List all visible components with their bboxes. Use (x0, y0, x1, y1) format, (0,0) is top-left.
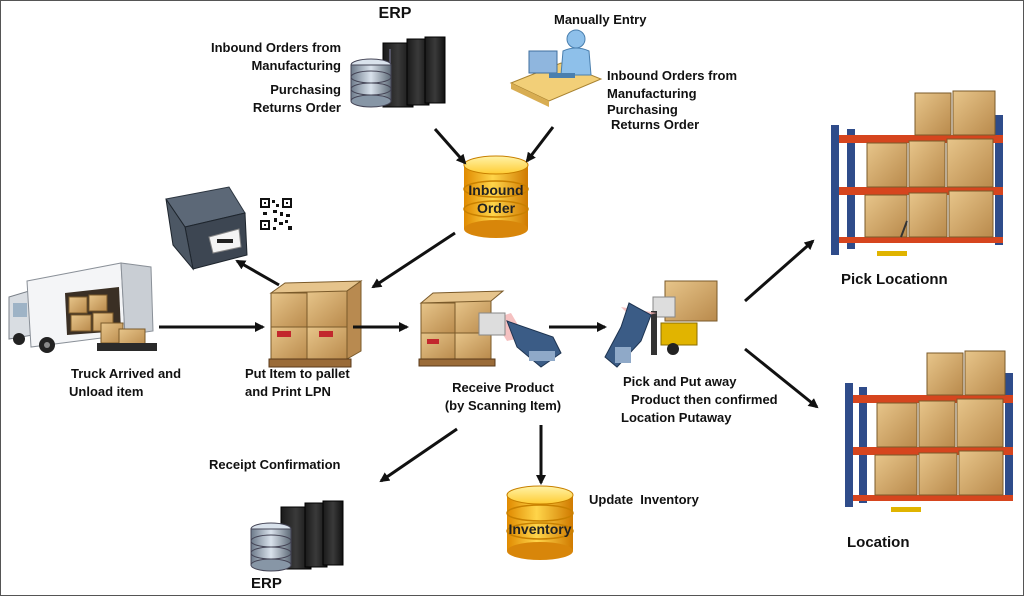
putaway-line-3: Location Putaway (621, 410, 732, 425)
arrow-manual-to-inbound (525, 126, 555, 163)
putaway-label: Pick and Put away Product then confirmed… (621, 373, 778, 427)
putaway-line-2: Product then confirmed (631, 392, 778, 407)
manual-line-1: Inbound Orders from (607, 68, 737, 83)
pallet-line-1: Put Item to pallet (245, 366, 350, 381)
receipt-confirmation-label: Receipt Confirmation (209, 457, 341, 472)
putaway-line-1: Pick and Put away (623, 374, 737, 389)
erp-server-bottom-icon (250, 500, 344, 572)
pallet-boxes-icon (268, 280, 363, 368)
manual-entry-description: Inbound Orders from Manufacturing Purcha… (607, 67, 737, 133)
manual-line-3: Purchasing (607, 102, 678, 117)
qr-code-icon (259, 197, 293, 231)
arrow-erp-to-inbound (433, 128, 467, 165)
erp-bottom-title: ERP (251, 575, 282, 592)
update-inventory-label: Update Inventory (589, 492, 699, 507)
erp-top-line-2: Manufacturing (251, 58, 341, 73)
arrow-inbound-to-pallet (371, 231, 456, 289)
erp-top-title: ERP (378, 5, 412, 22)
inbound-order-line-2: Order (476, 200, 516, 216)
arrow-putaway-to-pick-location (744, 239, 815, 303)
location-label: Location (847, 534, 910, 551)
inventory-database-icon (506, 485, 574, 560)
inbound-order-database-icon (463, 155, 529, 238)
arrow-putaway-to-location (744, 347, 819, 409)
inventory-label: Inventory (508, 521, 572, 537)
arrow-receive-to-receipt (379, 427, 458, 483)
erp-top-line-3: Purchasing (270, 82, 341, 97)
erp-top-description: Inbound Orders from Manufacturing Purcha… (205, 39, 341, 117)
manual-entry-workstation-icon (509, 29, 603, 107)
erp-server-top-icon (350, 36, 446, 108)
inbound-order-label: Inbound Order (461, 181, 531, 217)
warehouse-rack-pick-icon (831, 90, 1003, 256)
arrow-pallet-to-printer (235, 259, 280, 287)
erp-top-line-4: Returns Order (252, 100, 341, 115)
receive-line-1: Receive Product (452, 380, 554, 395)
pick-location-label: Pick Locationn (841, 271, 948, 288)
receive-label: Receive Product (by Scanning Item) (433, 379, 573, 415)
truck-line-1: Truck Arrived and (71, 366, 182, 381)
receive-line-2: (by Scanning Item) (444, 398, 562, 413)
pallet-line-2: and Print LPN (245, 384, 331, 399)
delivery-truck-icon (8, 262, 157, 353)
label-printer-icon (165, 186, 248, 271)
forklift-scanner-icon (604, 280, 718, 368)
manual-entry-title: Manually Entry (554, 12, 647, 27)
truck-line-2: Unload item (69, 384, 144, 399)
manual-line-2: Manufacturing (607, 86, 697, 101)
truck-label: Truck Arrived and Unload item (69, 365, 182, 401)
receive-pallet-scanner-icon (418, 290, 562, 368)
pallet-label: Put Item to pallet and Print LPN (245, 365, 350, 401)
manual-line-4: Returns Order (611, 117, 700, 132)
warehouse-rack-location-icon (845, 350, 1013, 512)
inbound-order-line-1: Inbound (468, 182, 524, 198)
erp-top-line-1: Inbound Orders from (211, 40, 341, 55)
